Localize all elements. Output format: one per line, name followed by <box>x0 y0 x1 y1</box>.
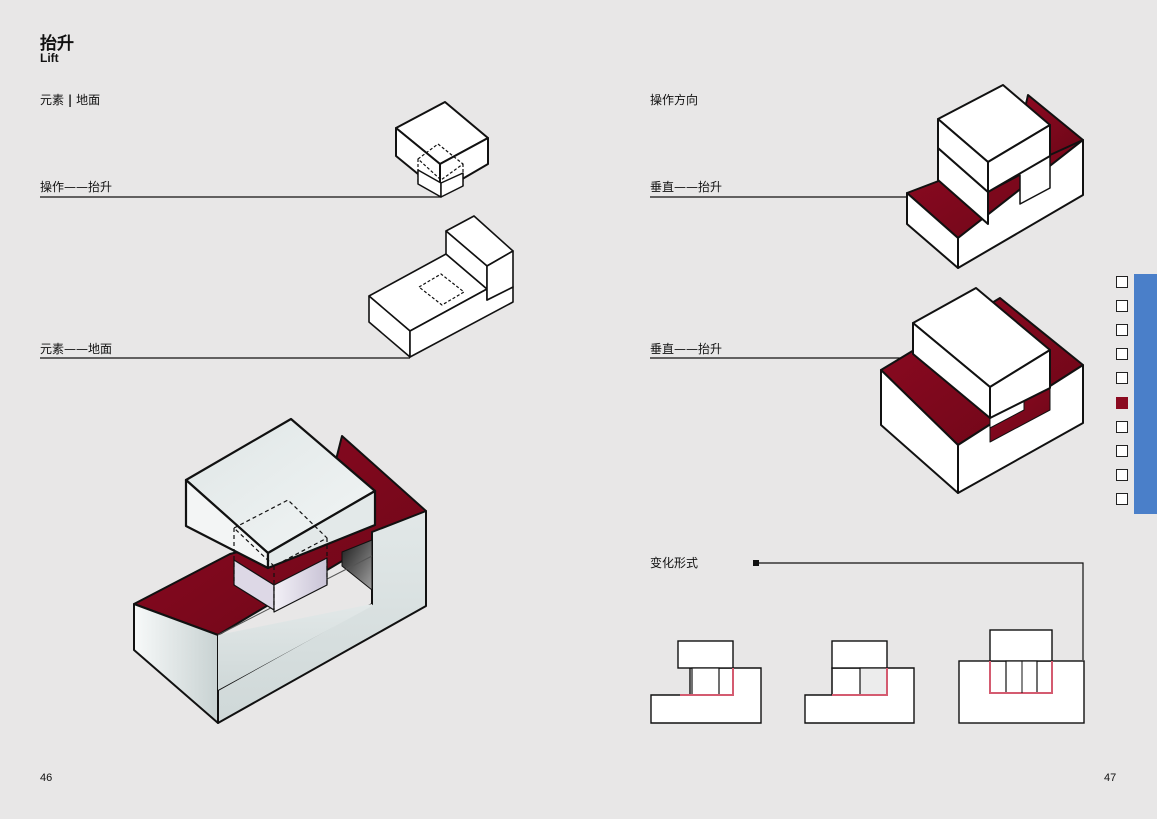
nav-square[interactable] <box>1116 300 1128 312</box>
element-ground-heading: 元素 | 地面 <box>40 91 100 108</box>
nav-square-active[interactable] <box>1116 397 1128 409</box>
nav-square[interactable] <box>1116 276 1128 288</box>
nav-square[interactable] <box>1116 469 1128 481</box>
page-number-right: 47 <box>1104 772 1117 784</box>
variations-connector <box>753 560 1084 660</box>
operation-direction-heading: 操作方向 <box>650 93 699 107</box>
nav-square[interactable] <box>1116 421 1128 433</box>
nav-square[interactable] <box>1116 348 1128 360</box>
main-lift-diagram <box>133 417 427 724</box>
small-lifted-cube <box>395 101 489 198</box>
vertical-lift-diagram-2 <box>880 287 1084 494</box>
ground-element <box>368 215 514 358</box>
page-number-left: 46 <box>40 772 53 784</box>
vertical-lift-diagram-1 <box>906 84 1084 269</box>
page-title: 抬升 <box>40 34 74 54</box>
vertical-lift-label-1: 垂直——抬升 <box>650 180 723 194</box>
variations-label: 变化形式 <box>650 556 699 570</box>
nav-square[interactable] <box>1116 493 1128 505</box>
label-underlines <box>40 196 908 359</box>
heading-separator: | <box>67 93 73 107</box>
nav-square[interactable] <box>1116 372 1128 384</box>
variation-1 <box>650 640 762 724</box>
element-ground-label: 元素——地面 <box>40 342 113 356</box>
operation-lift-label: 操作——抬升 <box>40 180 113 194</box>
variation-2 <box>804 640 915 724</box>
nav-square[interactable] <box>1116 324 1128 336</box>
variation-3 <box>958 629 1085 724</box>
page-subtitle: Lift <box>40 51 59 65</box>
heading-element: 元素 <box>40 93 65 107</box>
vertical-lift-label-2: 垂直——抬升 <box>650 342 723 356</box>
nav-square[interactable] <box>1116 445 1128 457</box>
heading-ground: 地面 <box>76 93 101 107</box>
chapter-tab[interactable] <box>1134 274 1157 514</box>
